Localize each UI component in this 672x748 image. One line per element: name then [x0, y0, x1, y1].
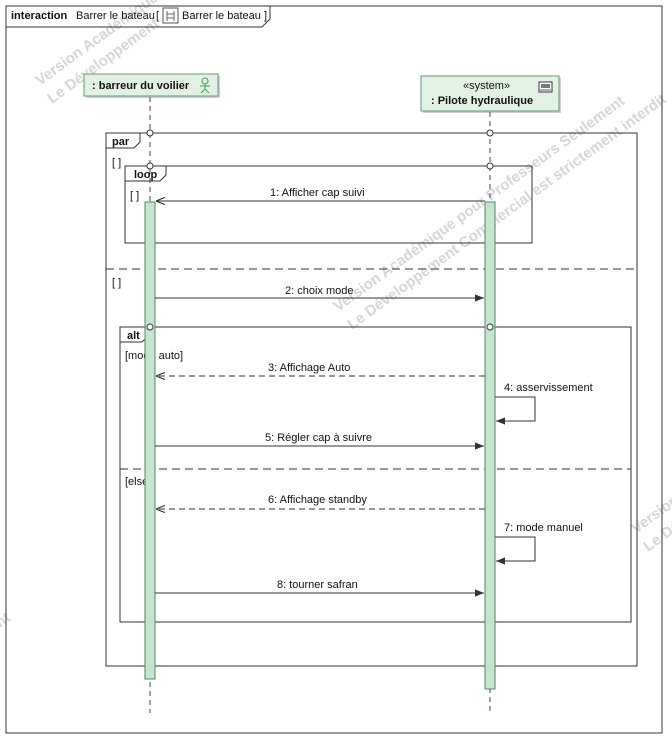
interaction-frame: [5, 5, 663, 734]
lifeline-system[interactable]: «system» : Pilote hydraulique: [420, 75, 561, 113]
watermark-text: Version Académique pour Professeurs Seul…: [330, 93, 628, 316]
system-icon: [538, 81, 553, 93]
message-arrow: [495, 536, 536, 565]
actor-icon: [200, 77, 210, 94]
activation-bar: [144, 201, 156, 680]
frame-header: interaction Barrer le bateau [ Barrer le…: [11, 7, 267, 24]
fragment-guard: [ ]: [112, 277, 121, 289]
junction-circle: [146, 162, 154, 170]
fragment-operator: par: [112, 136, 130, 148]
junction-circle: [486, 129, 494, 137]
message-label: 6: Affichage standby: [268, 494, 367, 506]
junction-circle: [146, 323, 154, 331]
lifeline-stereotype: «system»: [463, 80, 510, 92]
message-2[interactable]: 2: choix mode: [155, 285, 484, 302]
loop-fragment[interactable]: loop [ ]: [124, 165, 533, 244]
frame-bracket-open: [: [156, 10, 159, 22]
message-label: 3: Affichage Auto: [268, 362, 350, 374]
fragment-box: [124, 165, 533, 244]
junction-circle: [146, 129, 154, 137]
frame-name: Barrer le bateau: [76, 10, 155, 22]
message-label: 7: mode manuel: [504, 522, 583, 534]
fragment-guard: [ ]: [130, 190, 139, 202]
lifeline-head: [420, 75, 560, 112]
message-label: 1: Afficher cap suivi: [270, 187, 365, 199]
watermark-text: Le Développement Commercial est strictem…: [344, 91, 669, 334]
message-3[interactable]: 3: Affichage Auto: [156, 362, 485, 376]
junction-circle: [486, 323, 494, 331]
message-label: 4: asservissement: [504, 382, 593, 394]
fragment-operator: loop: [134, 169, 157, 181]
message-6[interactable]: 6: Affichage standby: [156, 494, 485, 509]
frame-tab: [6, 6, 271, 28]
fragment-box: [119, 326, 632, 623]
lifeline-name: : barreur du voilier: [92, 80, 190, 92]
lifeline-name: : Pilote hydraulique: [431, 95, 533, 107]
fragment-box: [105, 132, 638, 667]
message-7[interactable]: 7: mode manuel: [495, 522, 583, 565]
watermark-text: nt: [0, 609, 14, 631]
fragment-operator: alt: [127, 330, 140, 342]
frame-bracket-close: ]: [264, 10, 267, 22]
lifeline-head: [83, 73, 219, 97]
fragment-guard: [ ]: [112, 157, 121, 169]
frame-diagram-name: Barrer le bateau: [182, 10, 261, 22]
fragment-tab: [106, 133, 141, 149]
junction-circle: [486, 162, 494, 170]
message-8[interactable]: 8: tourner safran: [155, 579, 484, 597]
fragment-tab: [125, 166, 167, 182]
activation-bar: [484, 201, 496, 690]
message-label: 2: choix mode: [285, 285, 353, 297]
frame-keyword: interaction: [11, 10, 68, 22]
message-label: 8: tourner safran: [277, 579, 358, 591]
alt-fragment[interactable]: alt [mode auto] [else]: [119, 326, 632, 623]
par-fragment[interactable]: par [ ] [ ]: [105, 132, 638, 667]
message-arrow: [495, 396, 536, 425]
interaction-icon: [162, 7, 179, 24]
message-4[interactable]: 4: asservissement: [495, 382, 593, 425]
message-label: 5: Régler cap à suivre: [265, 432, 372, 444]
junction-points: [146, 129, 494, 331]
message-1[interactable]: 1: Afficher cap suivi: [156, 187, 485, 201]
lifeline-actor[interactable]: : barreur du voilier: [83, 73, 220, 98]
message-5[interactable]: 5: Régler cap à suivre: [155, 432, 484, 450]
